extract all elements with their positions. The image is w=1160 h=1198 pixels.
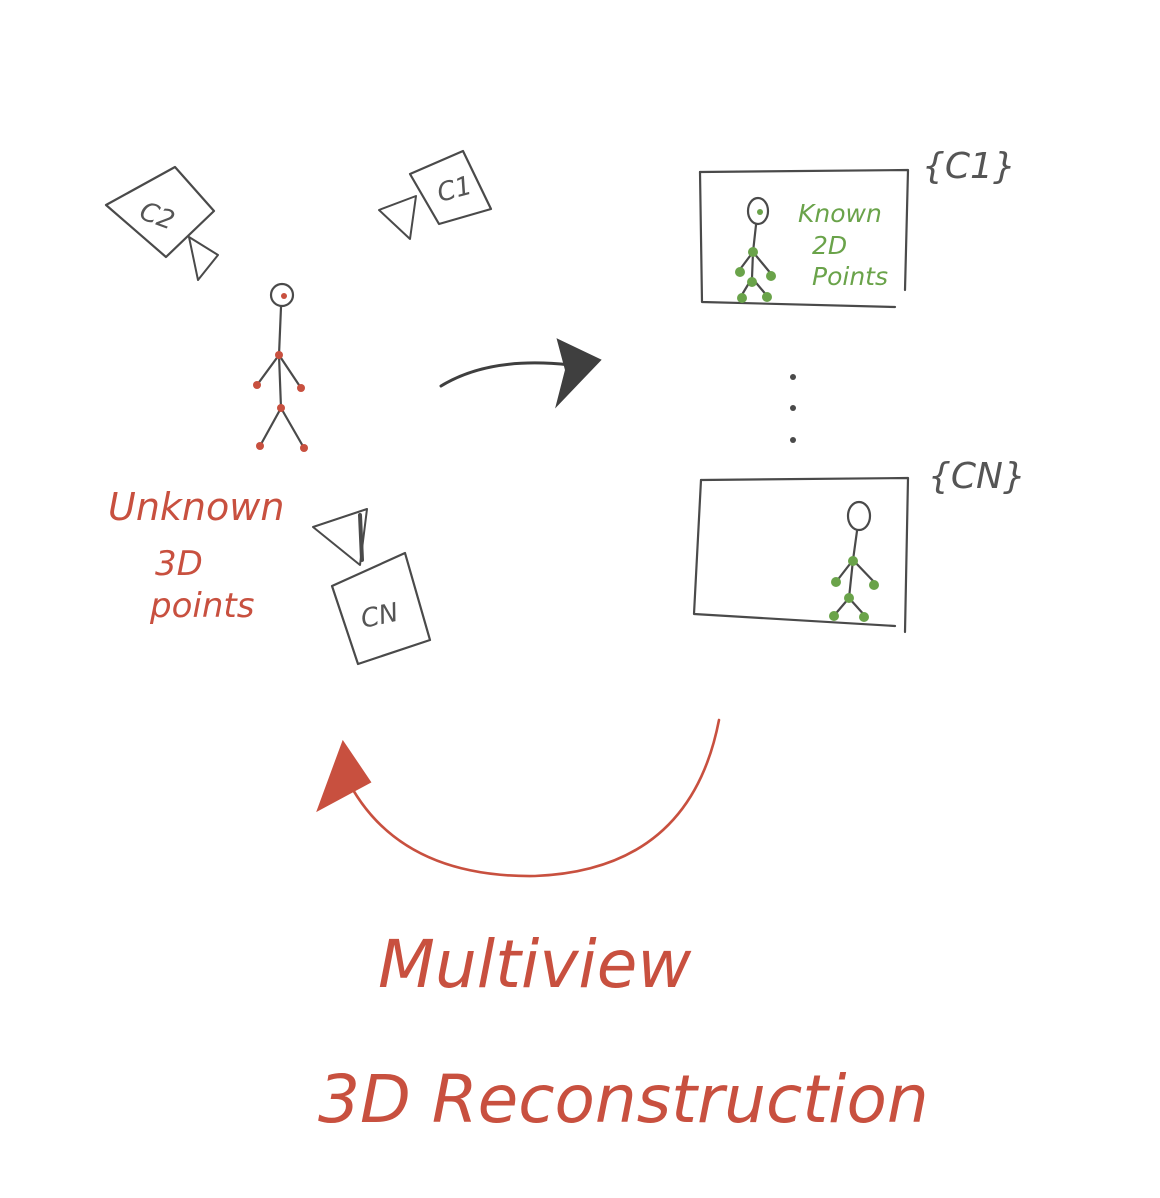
caption: Multiview 3D Reconstruction	[318, 926, 929, 1138]
stick-figure-3d	[253, 282, 308, 452]
camera-cn: CN	[312, 508, 432, 666]
known-label-line1: Known	[798, 199, 882, 228]
caption-line2: 3D Reconstruction	[318, 1061, 929, 1138]
view-frame-cn: {CN}	[692, 456, 1026, 634]
view-set-label-top: {C1}	[922, 146, 1016, 187]
camera-c1-label: C1	[434, 171, 475, 209]
camera-c1: C1	[378, 149, 493, 240]
stick-figure-2d-bottom	[829, 500, 879, 622]
stick-figure-2d-top	[735, 196, 776, 303]
known-label-line2: 2D	[812, 231, 847, 260]
ellipsis-dots	[790, 374, 796, 443]
camera-c2: C2	[104, 165, 219, 281]
unknown-points-label: Unknown 3D points	[108, 485, 284, 626]
view-frame-c1: Known 2D Points {C1}	[698, 146, 1016, 309]
unknown-label-line1: Unknown	[108, 485, 284, 529]
curved-arrow-icon	[316, 718, 721, 878]
caption-line1: Multiview	[378, 926, 692, 1003]
known-label-line3: Points	[812, 262, 888, 291]
view-set-label-bottom: {CN}	[928, 456, 1026, 497]
camera-c2-label: C2	[136, 196, 179, 236]
unknown-label-line3: points	[149, 586, 254, 626]
unknown-label-line2: 3D	[155, 544, 203, 584]
camera-cn-label: CN	[358, 598, 401, 635]
arrow-right-icon	[439, 338, 602, 409]
